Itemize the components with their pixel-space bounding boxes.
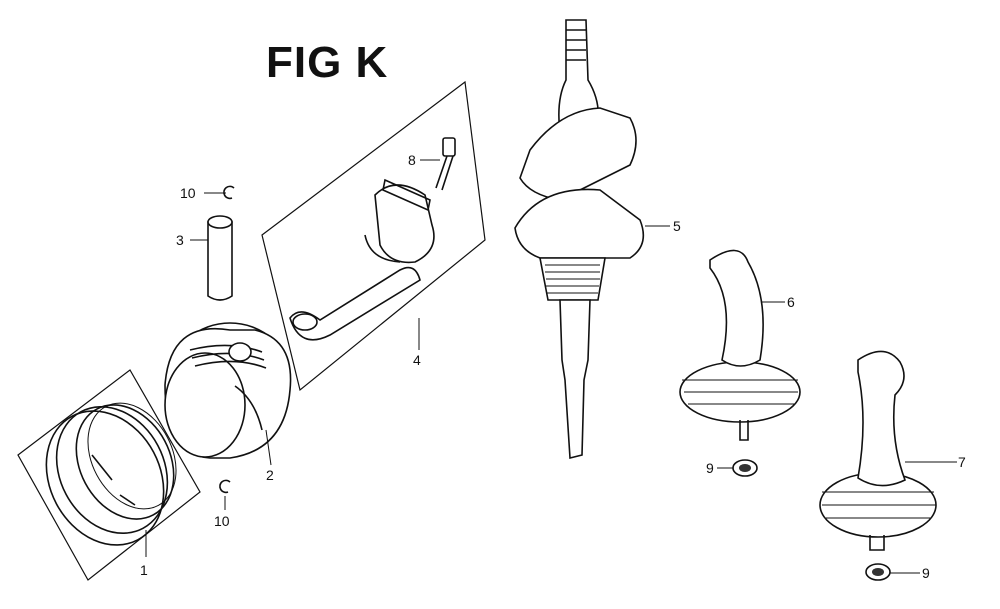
callout-6: 6 — [787, 294, 795, 310]
rod-edge — [364, 234, 401, 263]
callout-10-upper: 10 — [180, 185, 196, 201]
gov-b-arm — [857, 350, 907, 487]
piston — [164, 322, 292, 459]
callout-7: 7 — [958, 454, 966, 470]
piston-ring-set — [17, 369, 201, 581]
connecting-rod-assembly — [261, 80, 486, 392]
callout-5: 5 — [673, 218, 681, 234]
callout-4: 4 — [413, 352, 421, 368]
gov-a-teeth — [682, 379, 798, 405]
ring-set-box — [17, 369, 201, 581]
pin-bore — [228, 342, 252, 362]
governor-shaft-b — [819, 350, 937, 551]
callout-3: 3 — [176, 232, 184, 248]
crank-web-upper — [519, 107, 637, 201]
rod-beam — [289, 266, 421, 341]
crank-thread — [566, 29, 586, 61]
governor-shaft-a — [679, 249, 801, 441]
ring-middle — [55, 406, 169, 534]
callout-9-lower: 9 — [922, 565, 930, 581]
crank-shaft-end — [559, 299, 591, 460]
piston-side — [234, 385, 263, 431]
rod-bolt — [435, 137, 456, 191]
rod-box — [261, 80, 486, 392]
pin-end — [207, 215, 233, 229]
callout-1: 1 — [140, 562, 148, 578]
washer-upper — [732, 459, 758, 477]
callout-2: 2 — [266, 467, 274, 483]
rod-big-end — [374, 184, 435, 264]
leader-lines — [145, 159, 957, 574]
piston-skirt — [164, 352, 246, 458]
crank-web-lower — [514, 188, 645, 259]
rod-cap — [382, 178, 431, 212]
ring-gaps — [91, 454, 136, 506]
figure-title: FIG K — [266, 38, 389, 87]
gov-b-teeth — [822, 491, 936, 519]
callout-9-upper: 9 — [706, 460, 714, 476]
bolt-head — [442, 137, 456, 157]
callout-8: 8 — [408, 152, 416, 168]
ring-inner — [75, 404, 175, 520]
rod-small-end — [292, 313, 318, 331]
gov-a-stem — [739, 420, 749, 441]
pin-body — [207, 221, 233, 301]
gov-b-stem — [869, 535, 885, 551]
gov-a-arm — [709, 249, 764, 367]
ring-oil — [87, 402, 177, 510]
gear-teeth — [545, 264, 600, 294]
washer-lower — [865, 563, 891, 581]
callout-10-lower: 10 — [214, 513, 230, 529]
bolt-shank — [435, 155, 454, 191]
pin-clip-upper — [223, 185, 235, 200]
piston-pin — [207, 215, 233, 301]
ring-outer — [45, 410, 165, 546]
crankshaft — [514, 19, 645, 460]
pin-clip-lower — [219, 479, 231, 494]
